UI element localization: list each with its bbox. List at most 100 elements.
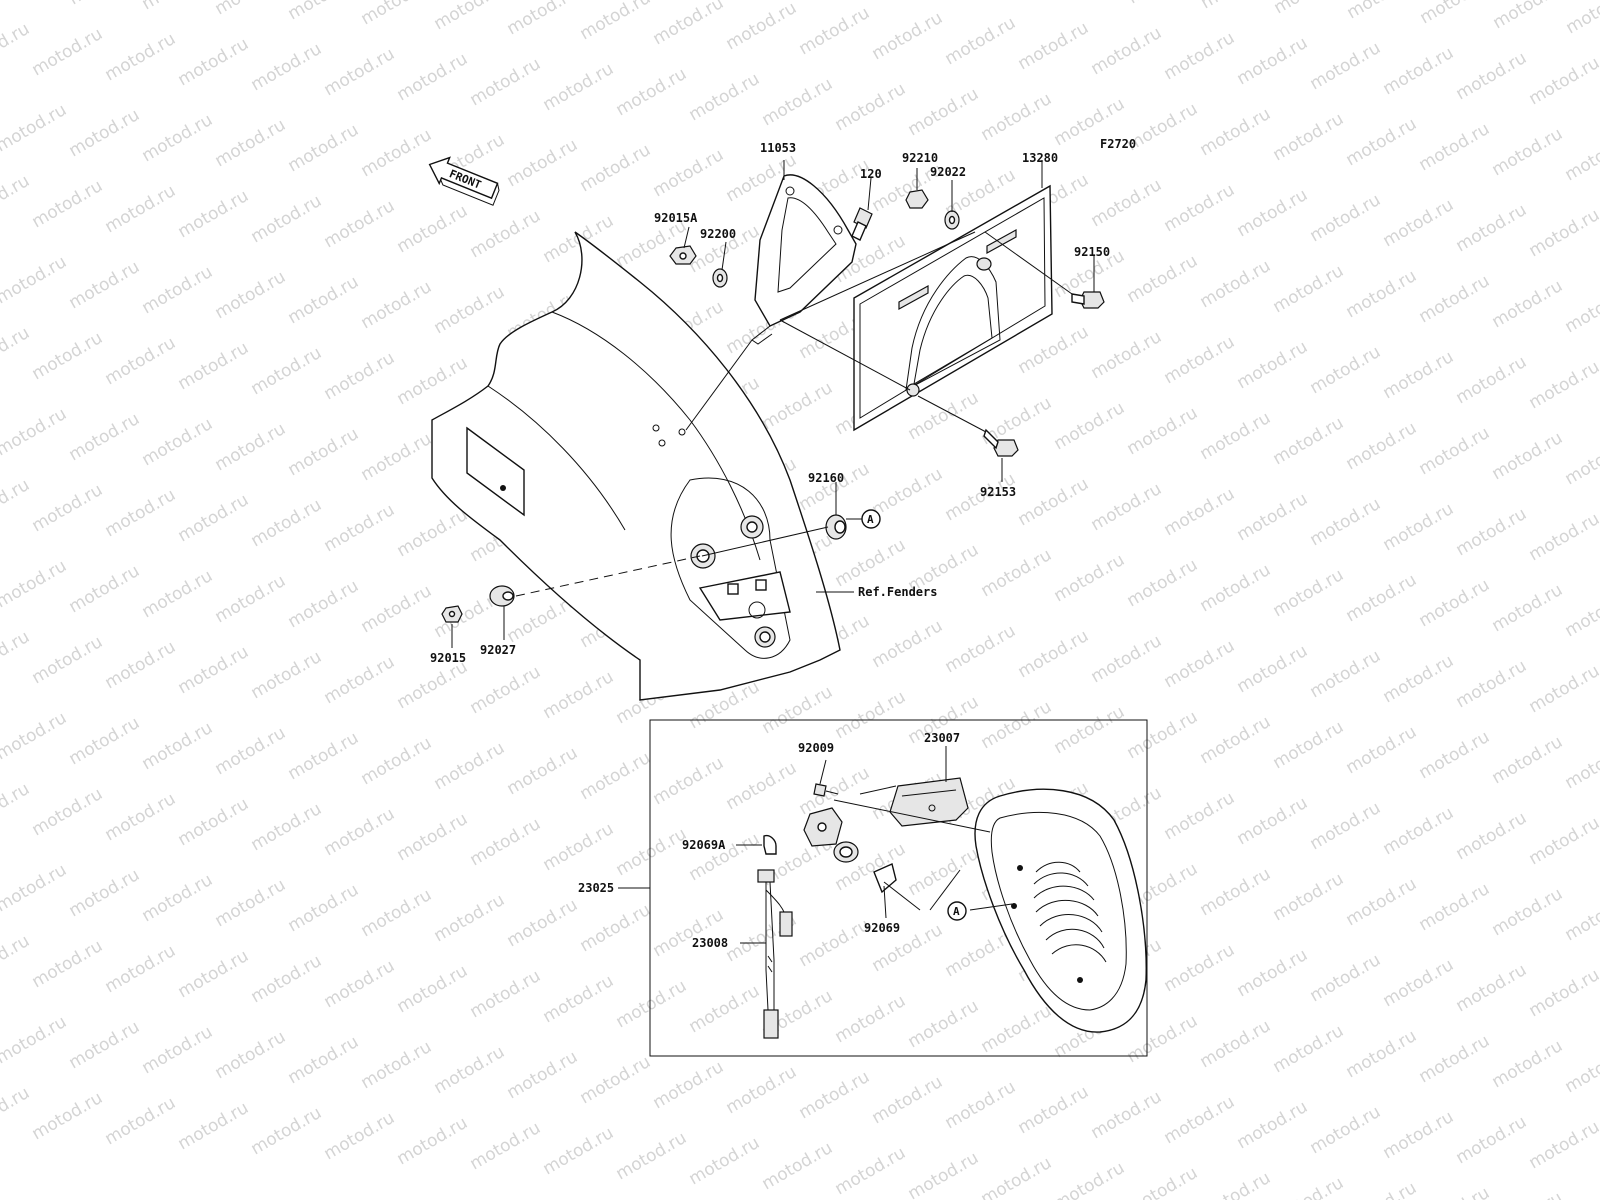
- figure-code: F2720: [1100, 137, 1136, 151]
- watermark: motod.ru: [1380, 499, 1458, 555]
- watermark: motod.ru: [905, 1148, 983, 1200]
- watermark: motod.ru: [686, 1133, 764, 1189]
- watermark: motod.ru: [1015, 18, 1093, 74]
- watermark: motod.ru: [978, 697, 1056, 753]
- watermark: motod.ru: [1051, 550, 1129, 606]
- watermark: motod.ru: [1526, 1117, 1600, 1173]
- watermark: motod.ru: [1197, 256, 1275, 312]
- watermark: motod.ru: [0, 171, 33, 227]
- label-11053: 11053: [760, 141, 796, 155]
- watermark: motod.ru: [29, 24, 107, 80]
- watermark: motod.ru: [1489, 580, 1567, 636]
- watermark: motod.ru: [358, 277, 436, 333]
- bracket-11053: [752, 175, 856, 344]
- watermark: motod.ru: [613, 64, 691, 120]
- watermark: motod.ru: [1051, 1158, 1129, 1200]
- watermark: motod.ru: [1343, 874, 1421, 930]
- watermark: motod.ru: [504, 135, 582, 191]
- watermark: motod.ru: [1453, 656, 1531, 712]
- watermark: motod.ru: [1526, 509, 1600, 565]
- watermark: motod.ru: [1453, 960, 1531, 1016]
- watermark: motod.ru: [650, 0, 728, 49]
- watermark: motod.ru: [1489, 428, 1567, 484]
- watermark: motod.ru: [1124, 1163, 1202, 1200]
- watermark: motod.ru: [1489, 1036, 1567, 1092]
- label-92200: 92200: [700, 227, 736, 241]
- watermark: motod.ru: [102, 1093, 180, 1149]
- watermark: motod.ru: [540, 667, 618, 723]
- watermark: motod.ru: [1489, 732, 1567, 788]
- watermark: motod.ru: [832, 991, 910, 1047]
- watermark: motod.ru: [1124, 1011, 1202, 1067]
- watermark: motod.ru: [686, 981, 764, 1037]
- watermark: motod.ru: [759, 682, 837, 738]
- watermark: motod.ru: [1489, 276, 1567, 332]
- watermark: motod.ru: [905, 996, 983, 1052]
- label-92009: 92009: [798, 741, 834, 755]
- watermark: motod.ru: [1197, 104, 1275, 160]
- watermark: motod.ru: [285, 576, 363, 632]
- watermark: motod.ru: [1015, 626, 1093, 682]
- watermark: motod.ru: [1380, 347, 1458, 403]
- watermark: motod.ru: [0, 627, 33, 683]
- watermark: motod.ru: [0, 779, 33, 835]
- label-13280: 13280: [1022, 151, 1058, 165]
- watermark: motod.ru: [321, 652, 399, 708]
- watermark: motod.ru: [1234, 641, 1312, 697]
- watermark: motod.ru: [394, 201, 472, 257]
- watermark: motod.ru: [0, 708, 70, 764]
- label-92027: 92027: [480, 643, 516, 657]
- watermark: motod.ru: [1416, 423, 1494, 479]
- watermark: motod.ru: [1161, 636, 1239, 692]
- watermark: motod.ru: [1051, 398, 1129, 454]
- watermark: motod.ru: [796, 1067, 874, 1123]
- watermark: motod.ru: [248, 495, 326, 551]
- watermark: motod.ru: [832, 79, 910, 135]
- watermark: motod.ru: [0, 860, 70, 916]
- watermark: motod.ru: [212, 723, 290, 779]
- watermark: motod.ru: [29, 632, 107, 688]
- watermark: motod.ru: [212, 115, 290, 171]
- watermark: motod.ru: [1526, 661, 1600, 717]
- watermark: motod.ru: [832, 1143, 910, 1199]
- watermark: motod.ru: [0, 252, 70, 308]
- watermark: motod.ru: [905, 84, 983, 140]
- watermark: motod.ru: [175, 490, 253, 546]
- watermark: motod.ru: [650, 145, 728, 201]
- watermark: motod.ru: [1088, 479, 1166, 535]
- watermark: motod.ru: [1270, 565, 1348, 621]
- watermark: motod.ru: [577, 0, 655, 44]
- watermark: motod.ru: [1124, 251, 1202, 307]
- watermark: motod.ru: [1270, 869, 1348, 925]
- watermark: motod.ru: [1453, 352, 1531, 408]
- watermark: motod.ru: [175, 34, 253, 90]
- watermark: motod.ru: [0, 19, 33, 75]
- watermark: motod.ru: [1124, 403, 1202, 459]
- watermark: motod.ru: [1197, 560, 1275, 616]
- watermark: motod.ru: [1015, 474, 1093, 530]
- watermark: motod.ru: [358, 885, 436, 941]
- watermark: motod.ru: [285, 272, 363, 328]
- watermark: motod.ru: [321, 804, 399, 860]
- watermark: motod.ru: [1489, 1188, 1567, 1200]
- watermark: motod.ru: [1416, 575, 1494, 631]
- watermark: motod.ru: [1270, 1021, 1348, 1077]
- watermark: motod.ru: [1526, 357, 1600, 413]
- watermark: motod.ru: [723, 0, 801, 54]
- watermark: motod.ru: [796, 459, 874, 515]
- watermark: motod.ru: [248, 951, 326, 1007]
- watermark: motod.ru: [1125, 0, 1203, 8]
- watermark: motod.ru: [66, 1017, 144, 1073]
- watermark: motod.ru: [978, 1001, 1056, 1057]
- watermark: motod.ru: [759, 74, 837, 130]
- watermark: motod.ru: [978, 89, 1056, 145]
- watermark: motod.ru: [540, 1123, 618, 1179]
- watermark: motod.ru: [1197, 712, 1275, 768]
- watermark: motod.ru: [394, 505, 472, 561]
- watermark: motod.ru: [66, 0, 144, 9]
- watermark: motod.ru: [1088, 175, 1166, 231]
- watermark: motod.ru: [978, 545, 1056, 601]
- watermark: motod.ru: [650, 905, 728, 961]
